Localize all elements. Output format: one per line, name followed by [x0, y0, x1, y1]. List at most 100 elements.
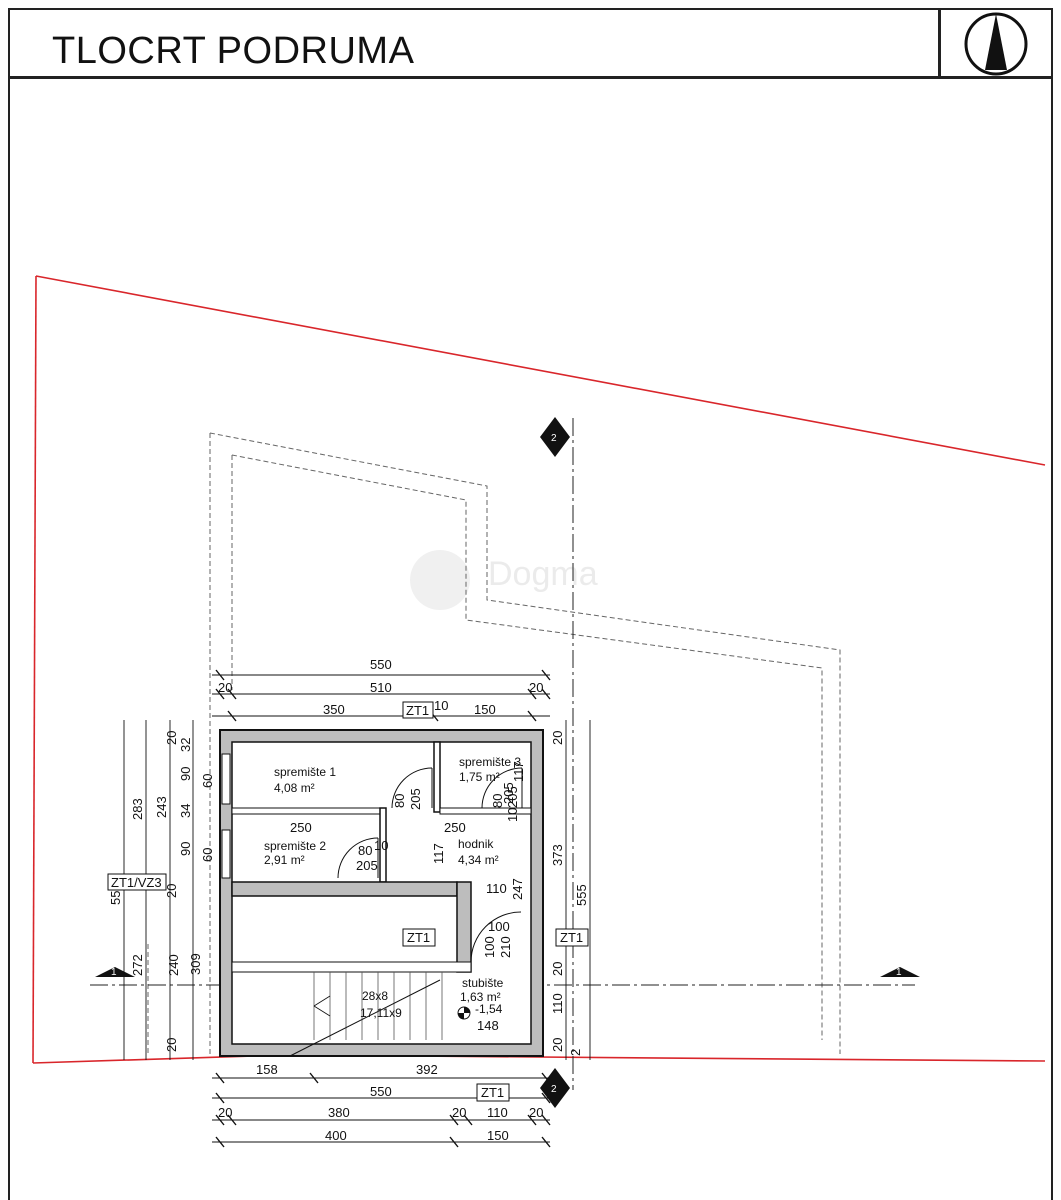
dim-label: 20	[218, 1105, 232, 1120]
dim-label: 373	[550, 844, 565, 866]
dim-label: 283	[130, 798, 145, 820]
room-name: stubište	[462, 976, 504, 990]
dims-interior: 250 250 80 205 80 205 80 10 205 117 110 …	[290, 782, 516, 1033]
stair-spec: 17,11x9	[360, 1006, 402, 1020]
north-arrow-icon	[964, 12, 1028, 76]
dim-label: 117	[511, 761, 526, 782]
page-title: TLOCRT PODRUMA	[52, 30, 415, 72]
dim-label: 150	[487, 1128, 509, 1143]
dim-label: 247	[510, 878, 525, 900]
dim-label: 90	[178, 767, 193, 781]
dim-label: 110	[486, 881, 507, 896]
north-divider	[938, 8, 941, 79]
dim-label: 110	[487, 1105, 508, 1120]
dim-label: 20	[529, 1105, 543, 1120]
dim-label: 20	[164, 731, 179, 745]
dim-label: 240	[166, 954, 181, 976]
dim-label: 117	[431, 843, 446, 864]
dim-label: 60	[200, 774, 215, 788]
room-area: 2,91 m²	[264, 853, 305, 867]
dim-label: 60	[200, 848, 215, 862]
dim-label: 205	[501, 782, 516, 804]
dim-label: 20	[164, 884, 179, 898]
section-mark-label: 2	[551, 433, 557, 444]
dim-label: 243	[154, 796, 169, 818]
dim-label: 20	[529, 680, 543, 695]
dim-label: 205	[505, 786, 520, 808]
wall-tag: ZT1	[481, 1085, 504, 1100]
dim-label: 148	[477, 1018, 499, 1033]
dim-label: 550	[370, 1084, 392, 1099]
watermark-logo: Dogma	[410, 550, 598, 610]
dims-left: 283 243 90 60 34 90 60 20 32 20 309 240 …	[108, 731, 215, 1052]
dim-label: 32	[178, 738, 193, 752]
dim-label: 20	[164, 1038, 179, 1052]
dim-label: 510	[370, 680, 392, 695]
dim-label: 10	[374, 838, 388, 853]
room-area: 1,63 m²	[460, 990, 501, 1004]
dim-label: 20	[218, 680, 232, 695]
dim-label: 100	[482, 936, 497, 958]
dim-label: 272	[130, 954, 145, 976]
section-mark-label: 1	[896, 967, 902, 978]
room-name: spremište 2	[264, 839, 326, 853]
dim-label: 100	[488, 919, 510, 934]
dim-label: 2	[568, 1049, 583, 1056]
door-swings	[337, 767, 523, 963]
dim-label: 555	[574, 884, 589, 906]
room-name: spremište 3	[459, 755, 521, 769]
dim-label: 210	[498, 936, 513, 958]
dims-top: 550 20 510 20 350 10 150	[218, 657, 543, 717]
dim-label: 110	[550, 993, 565, 1014]
title-bar: TLOCRT PODRUMA	[8, 8, 1053, 79]
dims-right: 373 555 20 247 20 110 20 2 117 10 205	[505, 731, 589, 1056]
dim-label: 80	[392, 794, 407, 808]
wall-tag: ZT1	[407, 930, 430, 945]
wall-tag: ZT1	[406, 703, 429, 718]
dim-label: 20	[452, 1105, 466, 1120]
room-area: 4,34 m²	[458, 853, 499, 867]
dim-label: 158	[256, 1062, 278, 1077]
room-area: 4,08 m²	[274, 781, 315, 795]
watermark-text: Dogma	[488, 555, 598, 593]
basement-walls	[219, 729, 544, 1057]
room-name: hodnik	[458, 837, 494, 851]
level-marker-icon	[457, 1006, 471, 1020]
dim-label: 20	[550, 1038, 565, 1052]
room-area: 1,75 m²	[459, 770, 500, 784]
dim-label: 205	[408, 788, 423, 810]
section-mark-label: 2	[551, 1084, 557, 1095]
dims-bottom: 158 392 550 20 380 20 110 20 400 150	[218, 1062, 543, 1143]
upper-floor-outline	[147, 432, 841, 1054]
dim-label: 34	[178, 804, 193, 818]
dim-label: 205	[356, 858, 378, 873]
wall-tags: ZT1 ZT1/VZ3 ZT1 ZT1 ZT1	[107, 701, 589, 1102]
dim-label: 10	[505, 808, 520, 822]
dim-label: 400	[325, 1128, 347, 1143]
dim-label: 309	[188, 953, 203, 975]
dim-label: 380	[328, 1105, 350, 1120]
dim-label: 80	[490, 794, 505, 808]
dim-label: 10	[434, 698, 448, 713]
dim-label: 392	[416, 1062, 438, 1077]
drawing-frame	[8, 8, 1053, 1200]
room-labels: spremište 1 4,08 m² spremište 2 2,91 m² …	[264, 755, 521, 1004]
dim-label: 250	[444, 820, 466, 835]
dim-label: 90	[178, 842, 193, 856]
stairs	[289, 972, 443, 1057]
dimension-ticks	[215, 669, 551, 1148]
section-mark-labels: 1 1 2 2	[111, 433, 902, 1095]
stair-spec: 28x8	[362, 989, 388, 1003]
dim-label: 20	[550, 962, 565, 976]
dim-label: 20	[550, 731, 565, 745]
section-mark-label: 1	[111, 967, 117, 978]
room-name: spremište 1	[274, 765, 336, 779]
wall-tag: ZT1	[560, 930, 583, 945]
dimension-lines	[123, 674, 591, 1143]
dim-label: 150	[474, 702, 496, 717]
dim-label: 250	[290, 820, 312, 835]
dim-label: 350	[323, 702, 345, 717]
dim-label: 80	[358, 843, 372, 858]
level-value: -1,54	[475, 1002, 503, 1016]
wall-tag: ZT1/VZ3	[111, 875, 162, 890]
